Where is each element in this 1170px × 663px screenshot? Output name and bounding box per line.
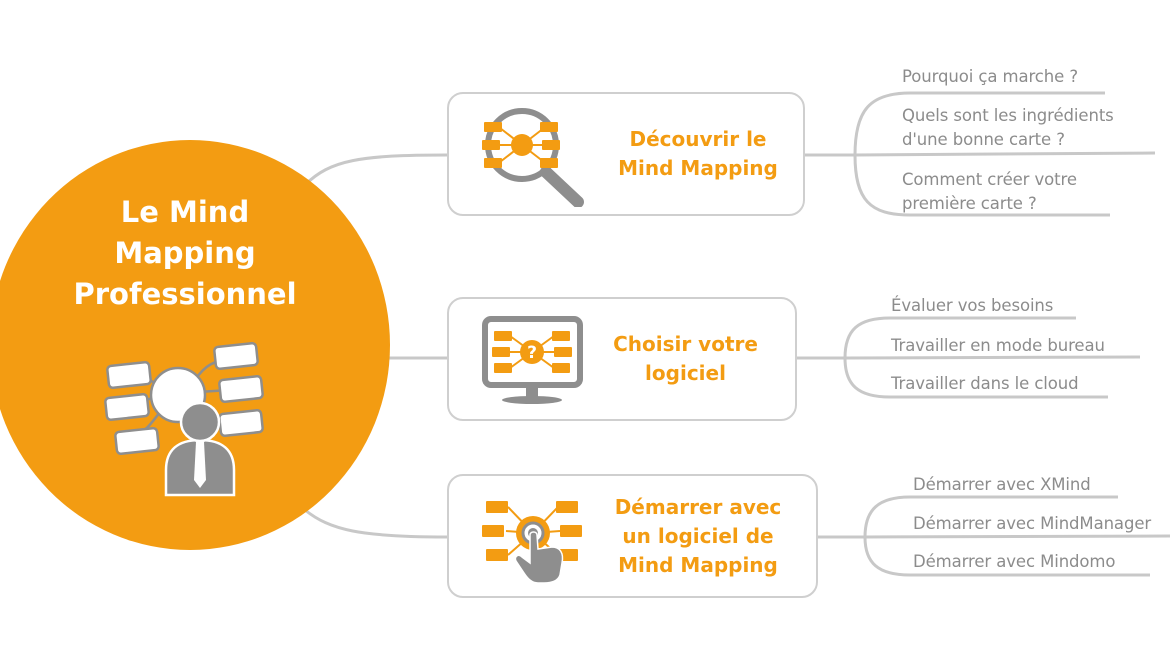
branch-node-demarrer[interactable] xyxy=(447,474,818,598)
leaf-line: Travailler dans le cloud xyxy=(891,374,1079,393)
leaf-evaluer-besoins[interactable]: Évaluer vos besoins xyxy=(891,294,1053,318)
touch-mind-map-icon xyxy=(482,501,582,584)
leaf-mindomo[interactable]: Démarrer avec Mindomo xyxy=(913,550,1116,574)
connector-branch-1-leaf-2 xyxy=(854,151,1156,157)
mind-map-person-icon xyxy=(104,342,264,497)
branch-title-line: Choisir votre xyxy=(613,332,758,356)
leaf-line: Démarrer avec Mindomo xyxy=(913,552,1116,571)
leaf-mindmanager[interactable]: Démarrer avec MindManager xyxy=(913,512,1151,536)
leaf-line: Démarrer avec XMind xyxy=(913,475,1091,494)
connector-branch-1-leaf-3 xyxy=(853,154,1110,217)
branch-title-choisir: Choisir votre logiciel xyxy=(598,330,773,388)
leaf-pourquoi-ca-marche[interactable]: Pourquoi ça marche ? xyxy=(902,65,1078,89)
connector-branch-2-leaf-2 xyxy=(844,355,1141,360)
leaf-mode-bureau[interactable]: Travailler en mode bureau xyxy=(891,334,1105,358)
leaf-line: d'une bonne carte ? xyxy=(902,130,1065,149)
branch-title-line: logiciel xyxy=(645,361,726,385)
leaf-line: première carte ? xyxy=(902,194,1037,213)
connector-branch-3-leaf-3 xyxy=(863,536,1150,577)
monitor-question-icon: ? xyxy=(482,316,583,404)
leaf-cloud[interactable]: Travailler dans le cloud xyxy=(891,372,1079,396)
central-title-line: Le Mind xyxy=(120,195,250,229)
connector-branch-3-leaf-1 xyxy=(863,495,1118,538)
central-title-line: Mapping xyxy=(114,236,256,270)
leaf-line: Pourquoi ça marche ? xyxy=(902,67,1078,86)
branch-title-line: Démarrer avec xyxy=(614,495,782,519)
connector-branch-2-leaf-1 xyxy=(843,316,1076,359)
magnifier-mind-map-icon xyxy=(482,108,584,207)
connector-branch-2-leaf-3 xyxy=(843,357,1108,399)
leaf-line: Travailler en mode bureau xyxy=(891,336,1105,355)
leaf-line: Démarrer avec MindManager xyxy=(913,514,1152,533)
svg-text:?: ? xyxy=(527,343,537,363)
branch-title-line: Mind Mapping xyxy=(618,156,778,180)
leaf-line: Comment créer votre xyxy=(902,170,1077,189)
central-node-title: Le Mind Mapping Professionnel xyxy=(40,192,330,315)
leaf-line: Évaluer vos besoins xyxy=(891,296,1054,315)
connector-branch-1-leaf-1 xyxy=(853,91,1105,156)
central-title-line: Professionnel xyxy=(73,277,297,311)
connector-branch-3-leaf-2 xyxy=(864,534,1170,539)
branch-title-line: un logiciel de xyxy=(622,524,774,548)
leaf-ingredients-bonne-carte[interactable]: Quels sont les ingrédients d'une bonne c… xyxy=(902,104,1114,152)
connector-center-to-branch-3 xyxy=(304,508,448,539)
leaf-creer-premiere-carte[interactable]: Comment créer votre première carte ? xyxy=(902,168,1077,216)
branch-title-decouvrir: Découvrir le Mind Mapping xyxy=(598,125,798,183)
branch-title-line: Mind Mapping xyxy=(618,553,778,577)
branch-title-line: Découvrir le xyxy=(629,127,767,151)
leaf-line: Quels sont les ingrédients xyxy=(902,106,1114,125)
connector-center-to-branch-1 xyxy=(303,153,448,187)
leaf-xmind[interactable]: Démarrer avec XMind xyxy=(913,473,1091,497)
branch-title-demarrer: Démarrer avec un logiciel de Mind Mappin… xyxy=(598,493,798,580)
